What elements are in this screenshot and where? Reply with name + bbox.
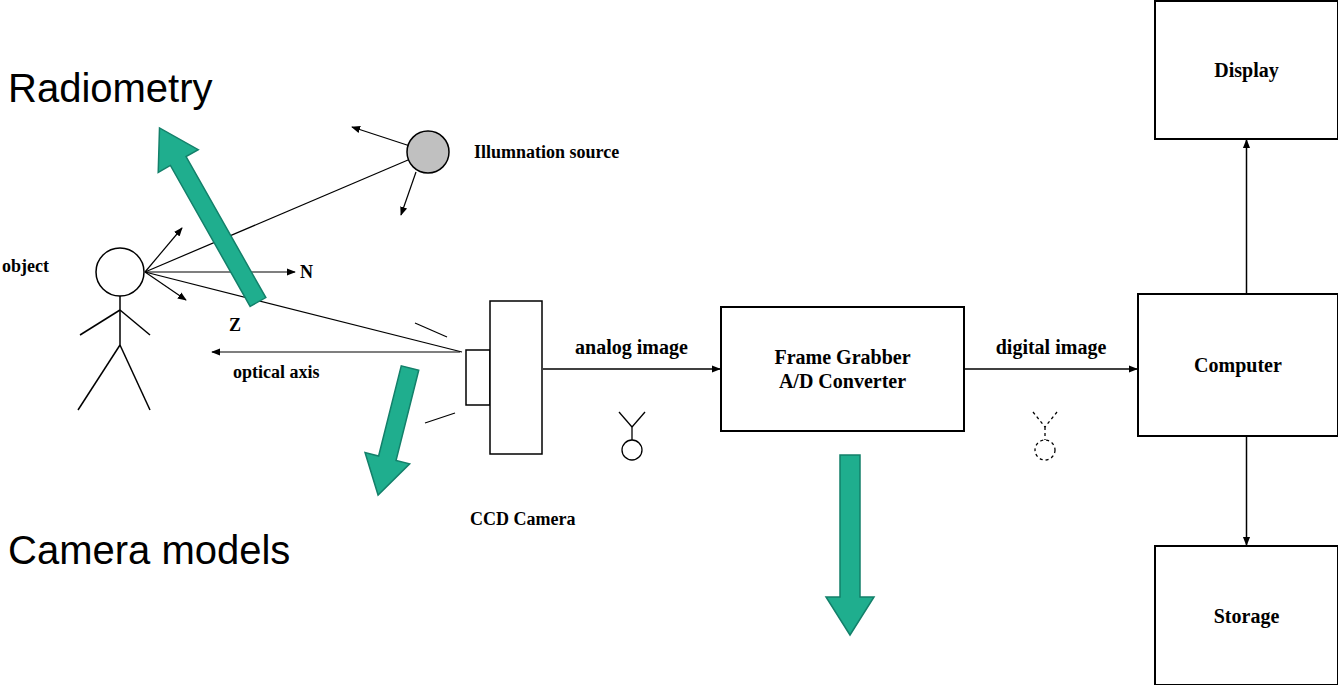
camera-block: CCD Camera [465,300,543,455]
signal-label: analog image [573,336,690,359]
green-arrow [139,117,278,314]
output-box: Display [1154,0,1338,140]
axis-label: N [300,262,313,283]
figure-leg [632,412,645,427]
analog-image-figure [619,412,645,460]
box-label: Storage [1214,604,1280,628]
signal-label: digital image [994,336,1109,359]
section-title: Camera models [8,528,290,573]
axis-label: optical axis [233,362,320,383]
figure-head [1035,440,1055,460]
output-box: Storage [1154,545,1338,685]
connector-arrow [543,368,720,370]
figure-leg [1033,412,1045,427]
green-arrow [826,455,874,635]
box-label: Frame Grabber A/D Converter [758,345,928,393]
object-figure [78,248,150,410]
axis-label: Z [229,315,241,336]
normal-arrow [145,271,295,272]
field-of-view-line [425,413,455,423]
section-title: Radiometry [8,66,213,111]
camera-body [490,301,542,454]
light-arrow [352,127,410,146]
figure-leg [78,345,120,410]
reflection-ray [145,228,182,272]
light-arrow [401,172,416,215]
part-label: object [2,256,49,277]
green-arrow [356,362,433,500]
camera-lens [466,350,490,405]
box-label: Display [1214,58,1278,82]
part-label: Illumnation source [474,142,619,163]
connector-arrow [965,368,1137,370]
figure-leg [120,345,150,410]
connector-arrow [1246,437,1248,545]
figure-head [622,440,642,460]
figure-head [96,248,144,296]
figure-arm [80,310,120,335]
digital-image-figure [1033,412,1057,460]
connector-arrow [1246,140,1248,293]
figure-leg [619,412,632,427]
reflection-ray [145,272,186,300]
figure-leg [1045,412,1057,427]
field-of-view-line [415,323,447,337]
camera-ray [145,272,462,352]
figure-body [119,296,121,345]
optical-axis-line [212,351,460,352]
box-label: Computer [1194,353,1282,377]
process-box: Frame Grabber A/D Converter [720,306,965,432]
figure-arm [120,310,150,335]
figure-body [1044,427,1045,440]
camera-outline [465,300,543,455]
illumination-source [407,131,449,173]
process-box: Computer [1137,293,1338,437]
part-label: CCD Camera [470,509,575,530]
figure-body [631,427,632,440]
